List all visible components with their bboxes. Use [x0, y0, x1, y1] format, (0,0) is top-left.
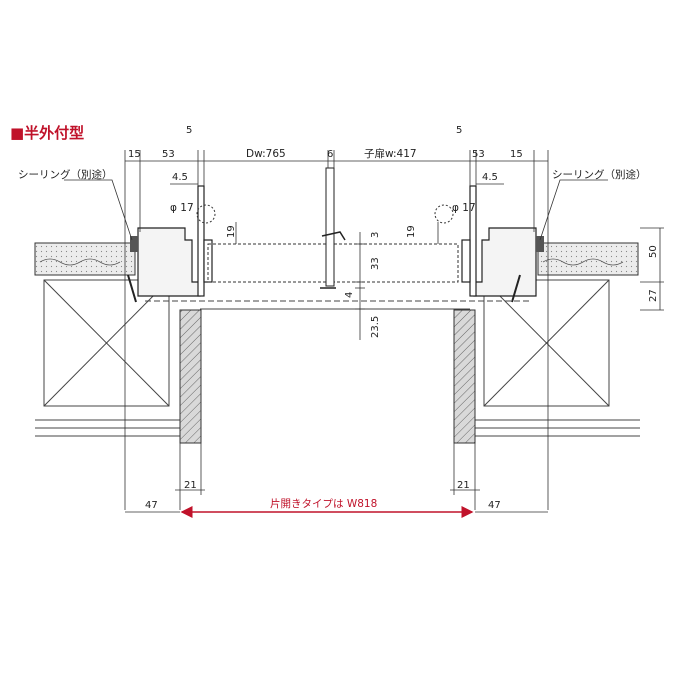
dim-top-right-5: 5: [456, 125, 462, 136]
dim-bottom-21-right: 21: [457, 480, 470, 491]
sealant-left: [130, 236, 138, 252]
page-title: ■半外付型: [10, 124, 85, 142]
dimension-lines: [64, 150, 664, 513]
dim-v-3: 3: [370, 232, 381, 238]
dim-v-4: 4: [344, 292, 355, 298]
dim-right-53: 53: [472, 149, 485, 160]
dim-bottom-21-left: 21: [184, 480, 197, 491]
label-sealing-right: シーリング（別途）: [552, 168, 647, 181]
label-child-door: 子扉w:417: [364, 147, 417, 160]
dim-left-4-5: 4.5: [172, 172, 188, 183]
dim-top-left-5: 5: [186, 125, 192, 136]
hinge-circle-left: [196, 204, 216, 224]
dim-right-15: 15: [510, 149, 523, 160]
jamb-stud-left: [179, 309, 202, 444]
screw-right: [511, 274, 521, 303]
dim-v-33: 33: [370, 257, 381, 270]
dim-right-4-5: 4.5: [482, 172, 498, 183]
dim-bottom-47-right: 47: [488, 500, 501, 511]
label-sealing-left: シーリング（別途）: [18, 168, 113, 181]
screw-left: [127, 274, 137, 303]
label-phi-left: φ 17: [170, 202, 194, 214]
label-phi-right: φ 17: [452, 202, 476, 214]
dim-left-19: 19: [226, 225, 237, 238]
hinge-circle-right: [434, 204, 454, 224]
sealant-right: [536, 236, 544, 252]
door-frame-right: [461, 185, 537, 297]
floor-slab-right: [537, 242, 639, 276]
jamb-stud-right: [453, 309, 476, 444]
wall-frame-right: [475, 279, 640, 437]
label-dw: Dw:765: [246, 148, 286, 160]
dim-v-23-5: 23.5: [370, 316, 381, 338]
dim-v-50: 50: [648, 245, 659, 258]
dim-left-15: 15: [128, 149, 141, 160]
astragal: [320, 231, 346, 289]
wall-frame-left: [35, 279, 180, 437]
dim-mid-6: 6: [327, 149, 333, 160]
label-opening: 片開きタイプは W818: [270, 497, 377, 510]
meeting-stile: [325, 167, 335, 287]
dim-left-53: 53: [162, 149, 175, 160]
dim-bottom-47-left: 47: [145, 500, 158, 511]
floor-slab-left: [34, 242, 136, 276]
dim-right-19: 19: [406, 225, 417, 238]
door-leaf-child: [333, 243, 459, 283]
dim-v-27: 27: [648, 289, 659, 302]
door-leaf-main: [207, 243, 329, 283]
